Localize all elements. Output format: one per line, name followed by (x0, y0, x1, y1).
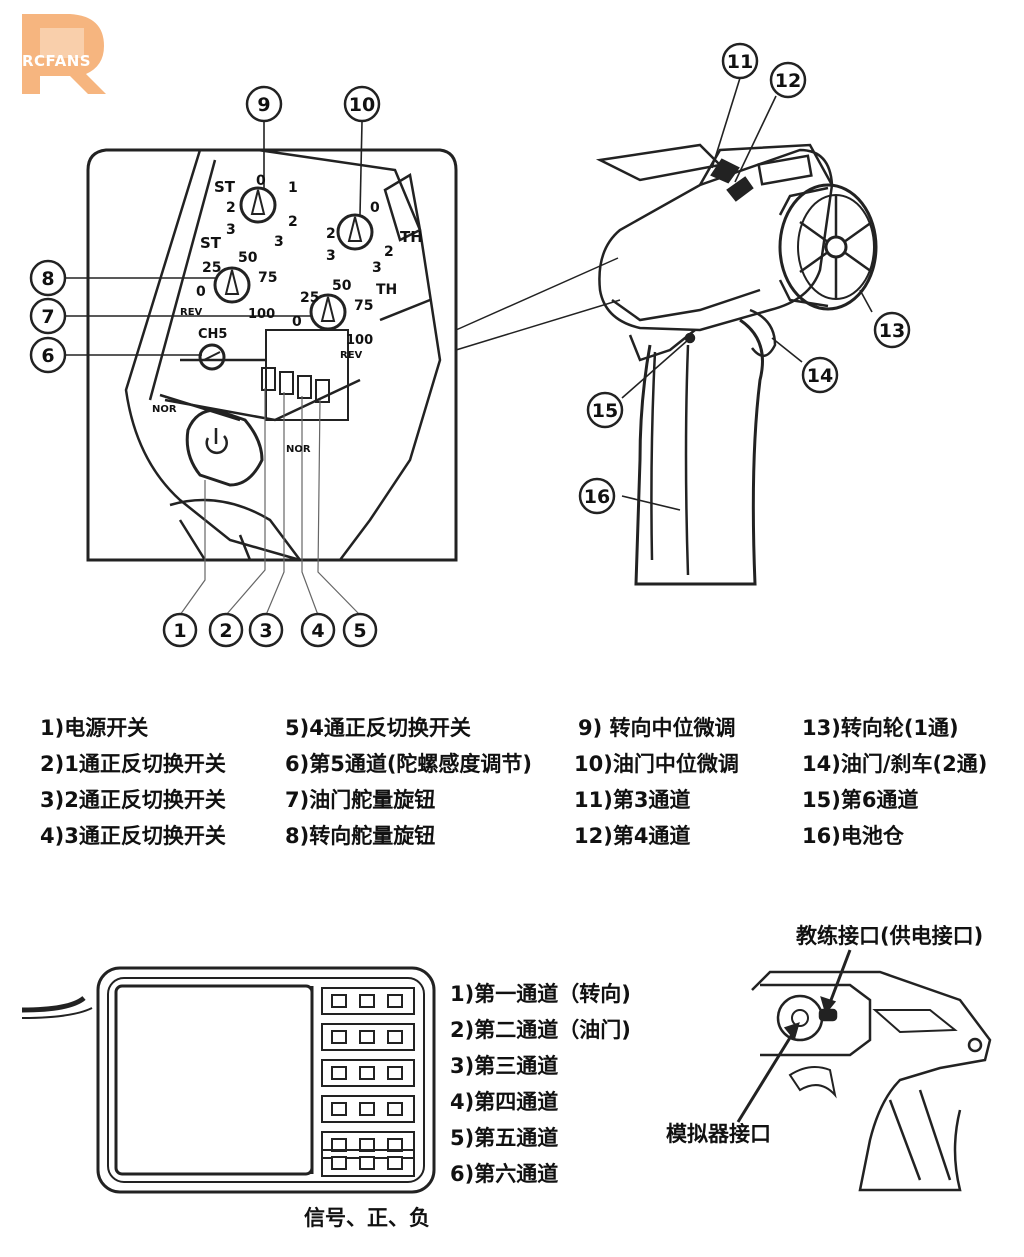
callout-8: 8 (41, 268, 54, 290)
svg-text:25: 25 (202, 260, 221, 276)
svg-text:0: 0 (256, 173, 266, 189)
legend-item: 8)转向舵量旋钮 (285, 824, 436, 848)
svg-text:50: 50 (238, 250, 258, 266)
svg-text:3: 3 (372, 260, 382, 276)
callout-3: 3 (259, 620, 272, 642)
legend-item: 2)1通正反切换开关 (40, 752, 226, 776)
logo-text: RCFANS (22, 52, 92, 70)
callout-6: 6 (41, 345, 54, 367)
callout-10: 10 (349, 94, 375, 116)
legend-item: 13)转向轮(1通) (802, 716, 959, 740)
legend-item: 11)第3通道 (574, 788, 691, 812)
svg-text:CH5: CH5 (198, 327, 227, 342)
legend-item: 1)电源开关 (40, 716, 149, 740)
svg-text:0: 0 (370, 200, 380, 216)
legend-item: 6)第5通道(陀螺感度调节) (285, 752, 533, 776)
callout-14: 14 (807, 365, 833, 387)
legend-item: 14)油门/刹车(2通) (802, 752, 988, 776)
panel-markings: ST 0 1 2 2 3 3 ST 0 2 TH 2 3 3 50 25 75 … (152, 173, 423, 455)
svg-text:100: 100 (248, 307, 275, 322)
svg-text:2: 2 (226, 200, 236, 216)
legend-item: 9) 转向中位微调 (578, 716, 736, 740)
callout-7: 7 (41, 306, 54, 328)
callout-2: 2 (219, 620, 232, 642)
receiver-pins (321, 994, 415, 1177)
legend-item: 7)油门舵量旋钮 (285, 788, 436, 812)
callout-15: 15 (592, 400, 618, 422)
svg-text:NOR: NOR (286, 444, 311, 455)
svg-text:2: 2 (288, 214, 298, 230)
svg-text:2: 2 (326, 226, 336, 242)
callout-9: 9 (257, 94, 270, 116)
svg-text:100: 100 (346, 333, 373, 348)
svg-text:25: 25 (300, 290, 319, 306)
trainer-port-label: 教练接口(供电接口) (796, 924, 984, 948)
callout-numbers: 9 10 8 7 6 1 2 3 4 5 11 12 13 14 15 16 (41, 51, 905, 642)
svg-text:NOR: NOR (152, 404, 177, 415)
svg-text:REV: REV (180, 307, 203, 318)
svg-text:2: 2 (384, 244, 394, 260)
svg-text:3: 3 (226, 222, 236, 238)
receiver-channel-label: 1)第一通道（转向) (450, 982, 631, 1006)
callout-1: 1 (173, 620, 186, 642)
receiver-channel-label: 4)第四通道 (450, 1090, 559, 1114)
svg-text:75: 75 (258, 270, 277, 286)
svg-text:TH: TH (400, 228, 423, 246)
receiver-channel-label: 6)第六通道 (450, 1162, 559, 1186)
callout-11: 11 (727, 51, 753, 73)
svg-text:ST: ST (214, 178, 236, 196)
legend-item: 15)第6通道 (802, 788, 919, 812)
callout-13: 13 (879, 320, 905, 342)
transmitter-illustration (595, 77, 878, 586)
callout-5: 5 (353, 620, 366, 642)
callout-circles (29, 42, 911, 648)
receiver-channel-label: 2)第二通道（油门) (450, 1018, 631, 1042)
receiver-pin-label: 信号、正、负 (304, 1206, 430, 1230)
svg-text:TH: TH (376, 282, 397, 298)
legend-item: 5)4通正反切换开关 (285, 716, 471, 740)
callout-16: 16 (584, 486, 610, 508)
svg-text:0: 0 (196, 284, 206, 300)
svg-text:3: 3 (274, 234, 284, 250)
legend-item: 16)电池仓 (802, 824, 904, 848)
transmitter-side-view (736, 949, 992, 1192)
receiver-illustration (21, 966, 436, 1194)
legend-item: 3)2通正反切换开关 (40, 788, 226, 812)
svg-text:75: 75 (354, 298, 373, 314)
control-panel-closeup (66, 121, 458, 616)
legend-item: 12)第4通道 (574, 824, 691, 848)
receiver-channel-label: 5)第五通道 (450, 1126, 559, 1150)
legend-item: 4)3通正反切换开关 (40, 824, 226, 848)
callout-4: 4 (311, 620, 324, 642)
legend-item: 10)油门中位微调 (574, 752, 739, 776)
receiver-channel-label: 3)第三通道 (450, 1054, 559, 1078)
svg-text:REV: REV (340, 350, 363, 361)
svg-text:3: 3 (326, 248, 336, 264)
svg-text:1: 1 (288, 180, 298, 196)
zoom-lines (455, 257, 621, 351)
simulator-port-label: 模拟器接口 (666, 1122, 771, 1146)
callout-12: 12 (775, 70, 801, 92)
svg-text:ST: ST (200, 234, 222, 252)
svg-text:50: 50 (332, 278, 352, 294)
svg-text:0: 0 (292, 314, 302, 330)
rcfans-logo (22, 14, 106, 94)
